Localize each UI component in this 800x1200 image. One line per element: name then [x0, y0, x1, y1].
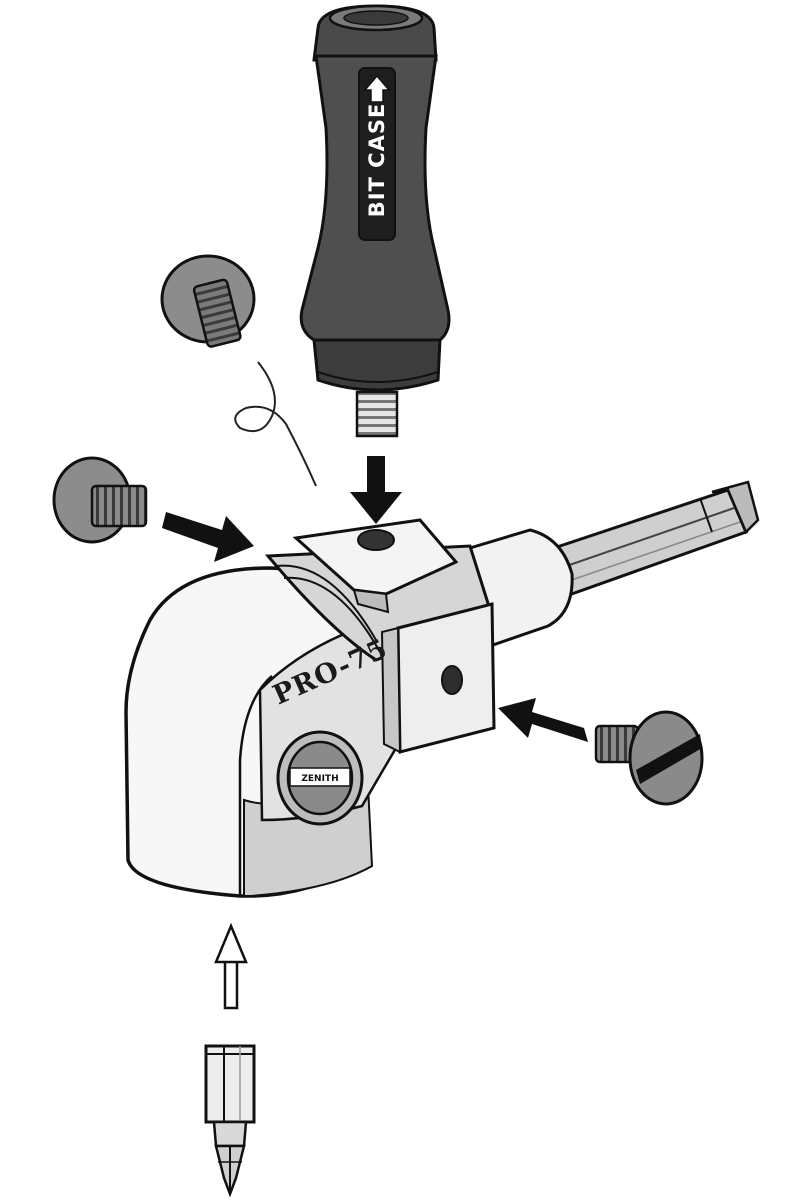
right-angle-adapter-body: [124, 518, 574, 898]
arrow-left-icon: [498, 698, 588, 742]
hex-drive-shaft: [546, 480, 760, 598]
arrow-down-icon: [350, 456, 402, 524]
set-screw-left: [52, 456, 148, 544]
arrow-right-icon: [162, 512, 254, 562]
set-screw-upper: [160, 254, 256, 348]
up-arrow-icon: [363, 74, 391, 103]
retaining-wire: [234, 361, 317, 487]
arrow-up-icon: [214, 922, 248, 1010]
brand-badge-label: ZENITH: [301, 774, 338, 784]
bit-case-label: BIT CASE: [365, 103, 389, 218]
bit-case-handle: [299, 4, 451, 438]
thumb-screw-right: [594, 710, 704, 806]
screwdriver-bit: [204, 1044, 256, 1198]
